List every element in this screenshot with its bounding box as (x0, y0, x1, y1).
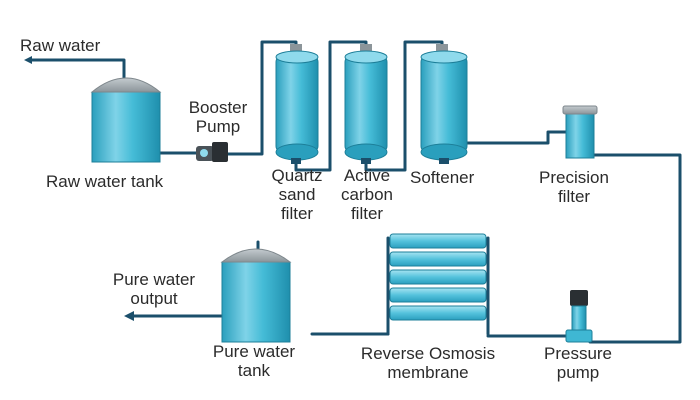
quartz-sand-filter-vessel (275, 44, 319, 164)
label-precision-filter: Precision filter (539, 168, 609, 206)
label-raw-water: Raw water (20, 36, 101, 55)
precision-filter-vessel (562, 105, 598, 159)
label-pressure-pump: Pressure pump (543, 344, 613, 382)
label-raw-water-tank: Raw water tank (46, 172, 164, 191)
pressure-pump (565, 290, 593, 343)
pipe-carbon-to-softener (364, 40, 444, 172)
booster-pump (196, 142, 228, 162)
active-carbon-filter-vessel (344, 44, 388, 164)
label-reverse-osmosis-membrane: Reverse Osmosis membrane (360, 344, 496, 382)
label-quartz-sand-filter: Quartz sand filter (271, 166, 323, 223)
pipe-quartz-to-carbon (294, 40, 368, 172)
pipe-softener-to-precision (464, 130, 568, 145)
label-pure-water-output: Pure water output (112, 270, 196, 308)
label-booster-pump: Booster Pump (188, 98, 248, 136)
softener-vessel (420, 44, 468, 164)
pure-water-tank (220, 248, 292, 343)
label-pure-water-tank: Pure water tank (212, 342, 296, 380)
label-softener: Softener (410, 168, 475, 187)
pure-water-output-arrow (124, 311, 134, 321)
pipe-precision-to-pressure (588, 153, 682, 344)
reverse-osmosis-membrane-array (389, 233, 487, 321)
raw-water-tank (90, 77, 162, 163)
label-active-carbon-filter: Active carbon filter (341, 166, 393, 223)
pipe-raw-inlet (26, 58, 126, 82)
raw-water-inlet-arrow (24, 56, 32, 64)
